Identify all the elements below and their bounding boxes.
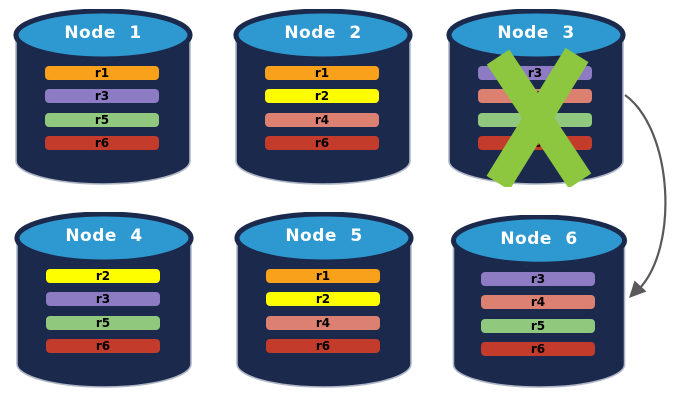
replica-bar: r4 — [266, 316, 380, 330]
node-title: Node 3 — [497, 23, 575, 43]
replica-bar: r4 — [265, 113, 379, 127]
replica-bar: r2 — [265, 89, 379, 103]
replica-bar: r1 — [45, 66, 159, 80]
node-title: Node 6 — [500, 229, 578, 249]
node-title: Node 5 — [285, 226, 363, 246]
node-title: Node 1 — [64, 23, 142, 43]
node-2: Node 2 r1 r2 r4 r6 — [233, 9, 413, 187]
replica-bar: r6 — [481, 342, 595, 356]
replica-bar: r3 — [45, 89, 159, 103]
replica-bar: r2 — [266, 292, 380, 306]
failure-x-icon — [486, 47, 592, 187]
node-title: Node 2 — [284, 23, 362, 43]
replica-bar: r3 — [481, 272, 595, 286]
replica-bar: r2 — [46, 269, 160, 283]
node-4: Node 4 r2 r3 r5 r6 — [14, 212, 194, 390]
replica-bar: r5 — [46, 316, 160, 330]
node-3: Node 3 r3 r4 r5 r6 — [446, 9, 626, 187]
replica-bar: r6 — [46, 339, 160, 353]
replica-bar: r6 — [45, 136, 159, 150]
node-title: Node 4 — [65, 226, 143, 246]
node-5: Node 5 r1 r2 r4 r6 — [234, 212, 414, 390]
node-1: Node 1 r1 r3 r5 r6 — [13, 9, 193, 187]
replica-bar: r3 — [46, 292, 160, 306]
replica-bar: r5 — [45, 113, 159, 127]
node-6: Node 6 r3 r4 r5 r6 — [449, 215, 629, 393]
replica-bar: r5 — [481, 319, 595, 333]
replica-bar: r4 — [481, 295, 595, 309]
replica-bar: r6 — [265, 136, 379, 150]
replica-bar: r1 — [266, 269, 380, 283]
replica-bar: r1 — [265, 66, 379, 80]
replica-bar: r6 — [266, 339, 380, 353]
